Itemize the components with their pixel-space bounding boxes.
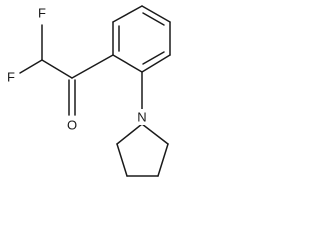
ring-inner-bond-2 (142, 12, 165, 26)
bond-carbonyl-ring (71, 54, 114, 79)
bond-chf2-carbonyl (41, 59, 73, 79)
atom-label-f-left: F (7, 70, 15, 85)
pyrrolidine-bond-2 (116, 143, 128, 177)
ring-bond-6 (112, 54, 143, 73)
atom-nitrogen: N (134, 109, 150, 125)
pyrrolidine-bond-5 (141, 123, 169, 145)
structure-diagram: F F O N (4, 5, 171, 177)
ring-inner-bond-3 (142, 51, 165, 65)
ring-bond-2 (112, 5, 143, 23)
ring-bond-3 (141, 5, 171, 23)
pyrrolidine-bond-4 (157, 143, 169, 177)
pyrrolidine-bond-1 (116, 123, 143, 145)
atom-label-f-top: F (38, 6, 46, 21)
atom-fluorine-left: F (4, 69, 18, 85)
atom-label-n: N (137, 110, 146, 125)
bond-c-f-left (19, 59, 43, 74)
atom-oxygen: O (64, 117, 80, 133)
atom-label-o: O (67, 118, 77, 133)
ring-bond-5 (141, 54, 171, 73)
atom-fluorine-top: F (35, 5, 49, 21)
